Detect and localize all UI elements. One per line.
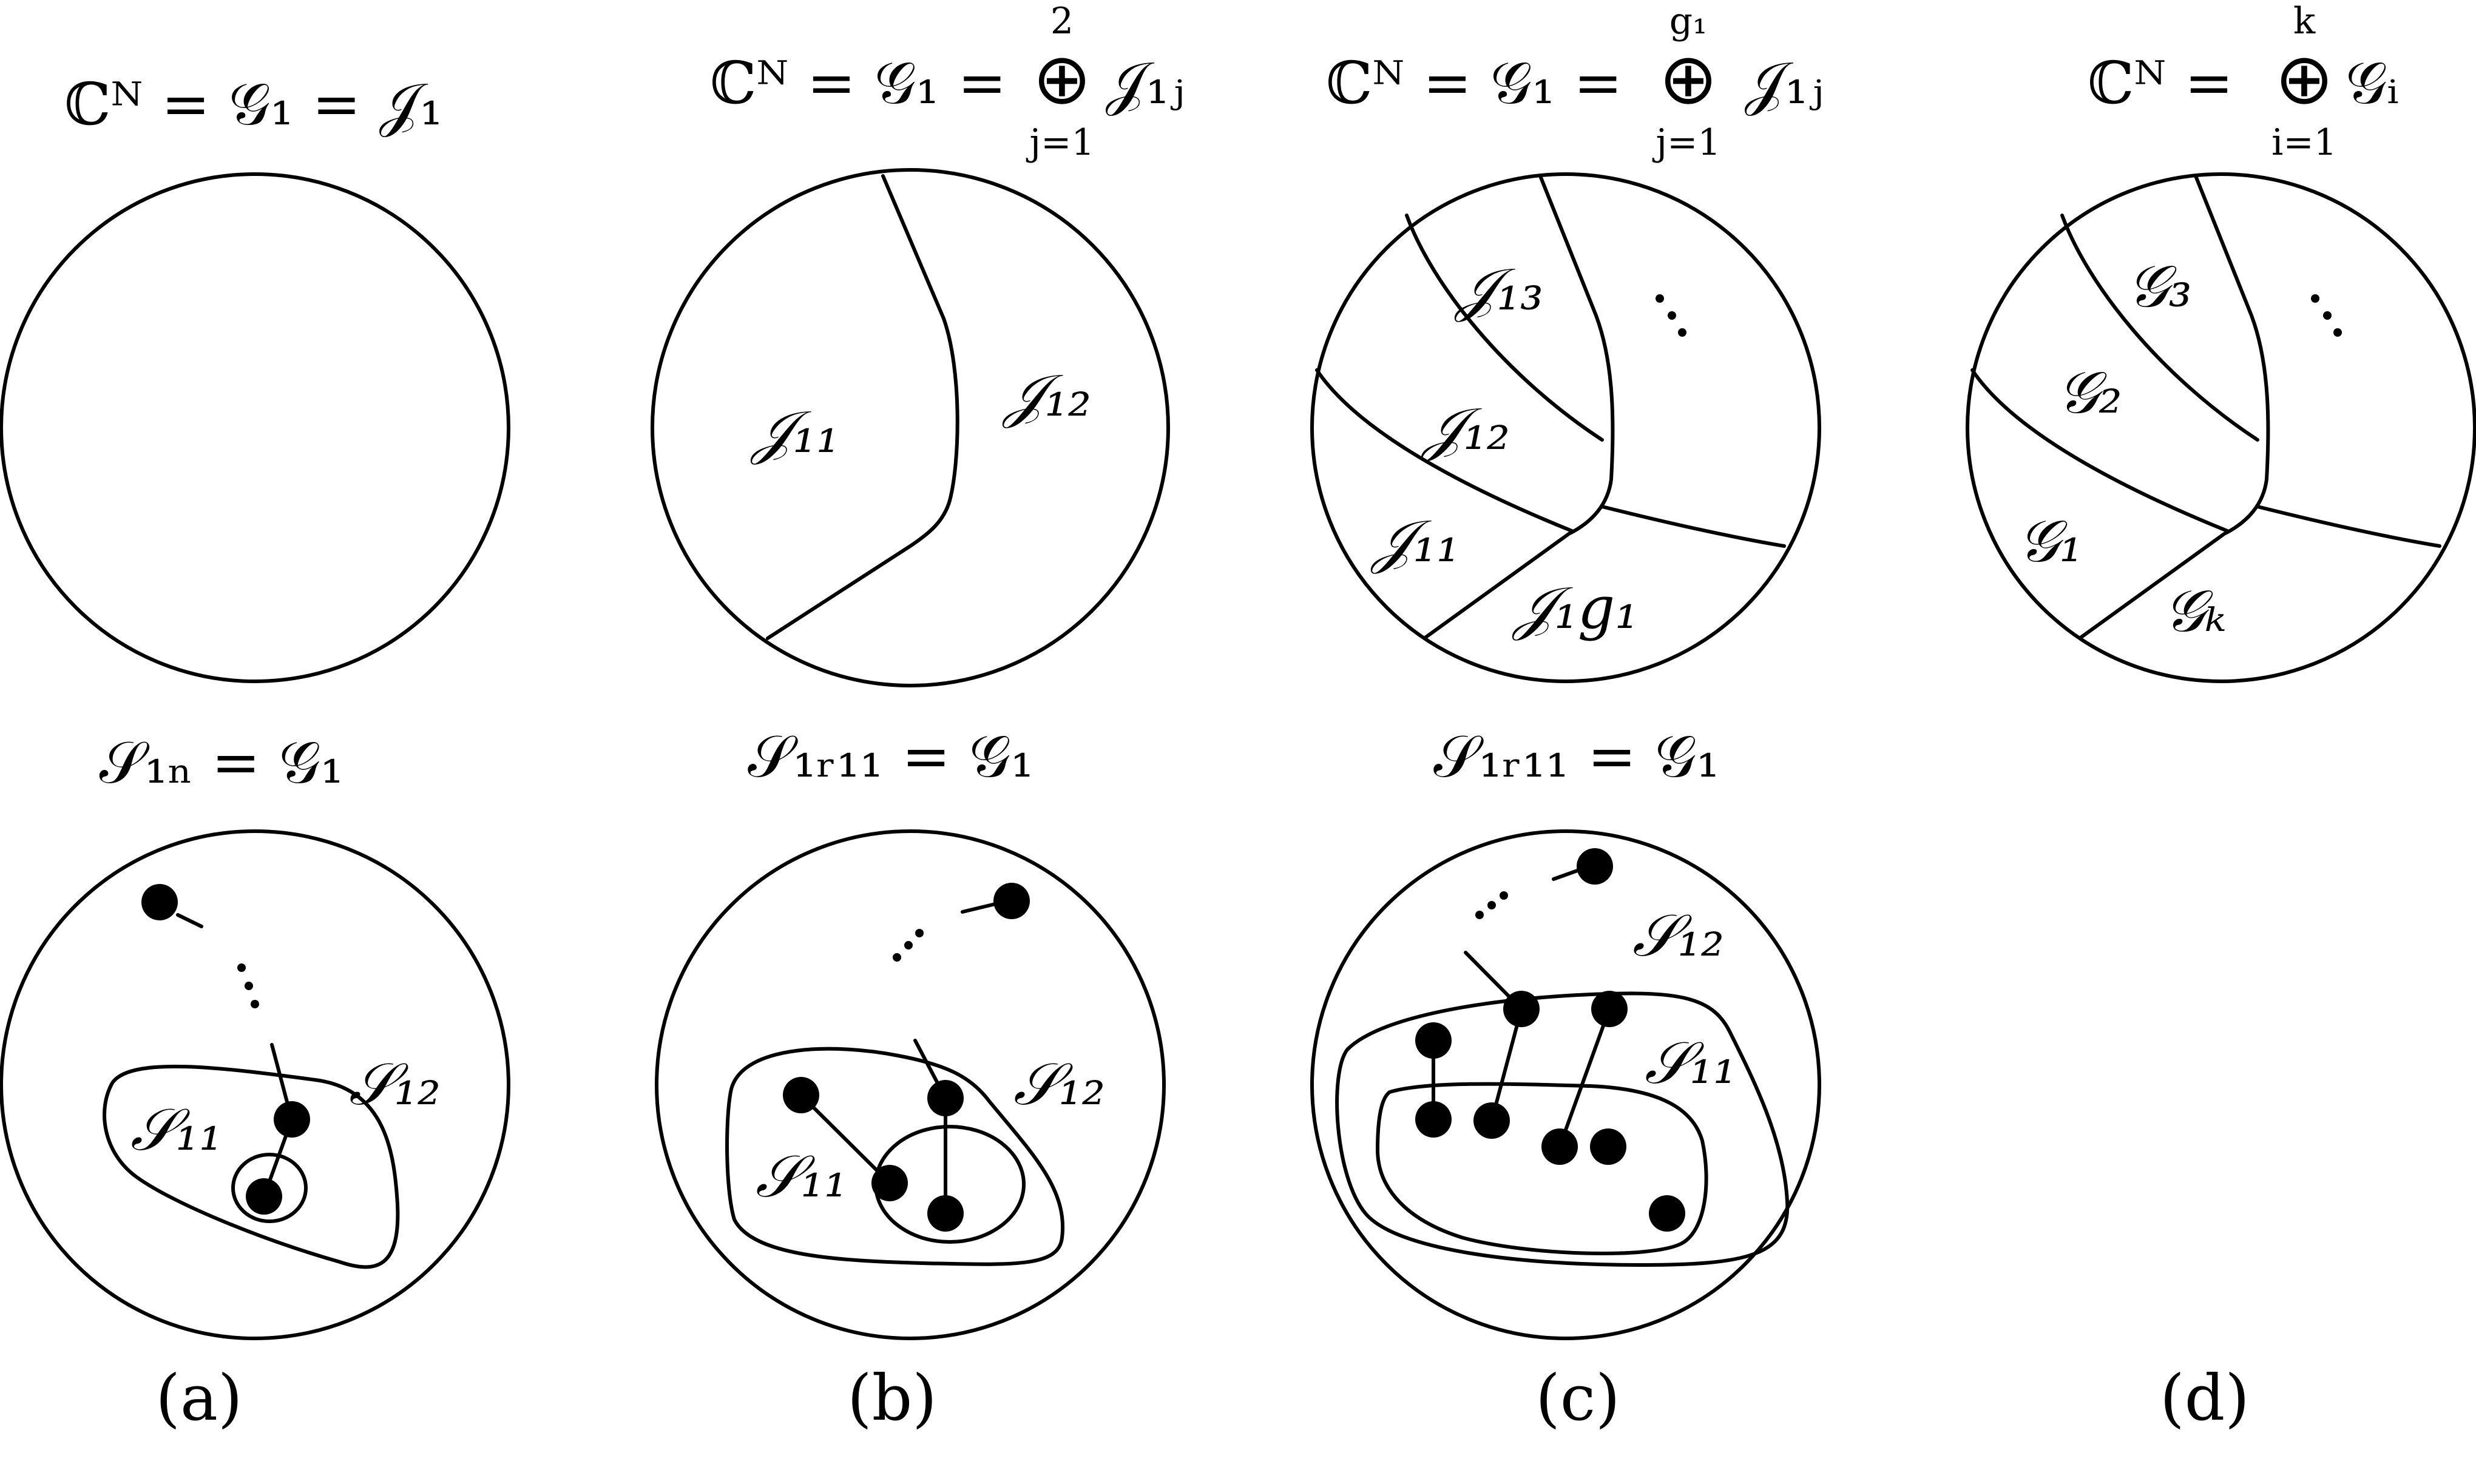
panel-c-node [1590, 1128, 1626, 1165]
panel-a-caption: (a) [155, 1361, 242, 1435]
panel-b-label-j12: 𝒥₁₂ [1002, 362, 1091, 430]
panel-a-edge [176, 913, 203, 928]
panel-a-ellipsis-dot [237, 963, 246, 972]
panel-d-partition-g2 [1970, 368, 2229, 533]
panel-b-sum-upper: 2 [1050, 0, 1074, 42]
panel-a-top-circle [0, 172, 510, 683]
panel-c-partition-j13 [1405, 214, 1604, 442]
panel-a-top-equation: ℂᴺ = 𝒢₁ = 𝒥₁ [64, 70, 443, 138]
panel-b-edge [961, 902, 997, 914]
panel-c-sum-lower: j=1 [1652, 121, 1720, 164]
panel-d-top-equation-rhs: 𝒢ᵢ [2346, 49, 2399, 117]
panel-d: ℂᴺ = ⊕ k i=1 𝒢ᵢ 𝒢₃ 𝒢₂ 𝒢₁ 𝒢ₖ (d) [1966, 0, 2476, 1435]
panel-b: ℂᴺ = 𝒢₁ = ⊕ 2 j=1 𝒥₁ⱼ 𝒥₁₁ 𝒥₁₂ 𝒮₁ᵣ₁₁ = 𝒢₁… [651, 0, 1185, 1435]
panel-c-ellipsis-dot [1668, 311, 1676, 320]
panel-b-oplus-symbol: ⊕ [1032, 38, 1091, 120]
panel-c-label-s12: 𝒮₁₂ [1632, 902, 1724, 970]
panel-b-caption: (b) [847, 1361, 937, 1435]
panel-d-sum-upper: k [2293, 0, 2316, 42]
panel-d-sum-lower: i=1 [2271, 121, 2337, 164]
panel-a-s11-region [231, 1153, 308, 1223]
panel-a-node [141, 884, 178, 920]
panel-a-bottom-circle [0, 829, 510, 1340]
panel-d-caption: (d) [2160, 1361, 2250, 1435]
panel-b-ellipsis-dot [915, 929, 924, 937]
panel-b-label-s11: 𝒮₁₁ [756, 1142, 847, 1210]
panel-c-partition-main [1422, 174, 1615, 640]
panel-d-ellipsis-dot [2311, 294, 2319, 303]
panel-d-partition-g3 [2060, 214, 2259, 442]
panel-b-node [927, 1195, 964, 1232]
panel-b-bottom-circle [655, 829, 1166, 1340]
panel-b-node [783, 1077, 819, 1113]
panel-d-ellipsis-dot [2323, 311, 2332, 320]
panel-c-bottom-equation: 𝒮₁ᵣ₁₁ = 𝒢₁ [1433, 723, 1719, 791]
panel-c-edge [1558, 1007, 1611, 1148]
panel-a-ellipsis-dot [251, 1000, 259, 1008]
panel-d-partition-right [2256, 505, 2441, 548]
panel-a-label-s12: 𝒮₁₂ [349, 1050, 441, 1118]
panel-c-label-j1g1: 𝒥₁g₁ [1512, 574, 1639, 642]
panel-b-top-equation-lhs: ℂᴺ = 𝒢₁ = [710, 49, 1007, 117]
panel-b-edge [799, 1093, 891, 1185]
panel-c-sum-upper: g₁ [1669, 0, 1707, 42]
panel-c-ellipsis-dot [1487, 901, 1496, 909]
panel-c-edge [1552, 868, 1581, 881]
panel-b-label-j11: 𝒥₁₁ [750, 398, 839, 466]
panel-c-ellipsis-dot [1678, 328, 1686, 337]
panel-b-ellipsis-dot [904, 941, 913, 949]
panel-d-oplus-symbol: ⊕ [2275, 38, 2333, 120]
panel-c-partition-j12 [1315, 368, 1574, 533]
panel-c-top-equation-lhs: ℂᴺ = 𝒢₁ = [1326, 49, 1623, 117]
panel-b-partition-curve [766, 174, 959, 640]
panel-c-caption: (c) [1535, 1361, 1620, 1435]
panel-b-node [993, 883, 1030, 919]
panel-d-label-g1: 𝒢₁ [2018, 507, 2083, 575]
panel-a-ellipsis-dot [245, 982, 253, 990]
panel-d-label-g2: 𝒢₂ [2057, 359, 2122, 427]
panel-c-edge [1490, 1007, 1523, 1122]
panel-b-top-equation-rhs: 𝒥₁ⱼ [1106, 49, 1185, 117]
panel-c-partition-right [1600, 505, 1786, 548]
panel-d-label-gk: 𝒢ₖ [2163, 577, 2226, 645]
panel-c-label-s11: 𝒮₁₁ [1645, 1029, 1736, 1097]
panel-c-label-j12: 𝒥₁₂ [1421, 395, 1510, 463]
panel-c-top-circle [1310, 172, 1821, 683]
panel-c-node [1541, 1128, 1578, 1165]
panel-c-ellipsis-dot [1656, 294, 1664, 303]
panel-b-top-circle [651, 168, 1170, 687]
panel-c-bottom-circle [1310, 829, 1821, 1340]
panel-c-ellipsis-dot [1500, 891, 1508, 900]
panel-d-ellipsis-dot [2333, 328, 2342, 337]
panel-a-s12-region [103, 1064, 400, 1269]
panel-b-node [871, 1165, 908, 1201]
panel-c-oplus-symbol: ⊕ [1659, 38, 1717, 120]
panel-b-label-s12: 𝒮₁₂ [1013, 1050, 1105, 1118]
panel-a-bottom-equation: 𝒮₁ₙ = 𝒢₁ [100, 729, 344, 797]
panel-b-bottom-equation: 𝒮₁ᵣ₁₁ = 𝒢₁ [748, 723, 1033, 791]
panel-b-sum-lower: j=1 [1026, 121, 1094, 164]
panel-d-top-circle [1966, 172, 2476, 683]
panel-c-node [1577, 848, 1613, 885]
panel-c-node [1649, 1195, 1685, 1232]
panel-c-s11-region [1376, 1082, 1708, 1255]
panel-c: ℂᴺ = 𝒢₁ = ⊕ g₁ j=1 𝒥₁ⱼ 𝒥₁₃ 𝒥₁₂ 𝒥₁₁ 𝒥₁g₁ … [1310, 0, 1824, 1435]
panel-a-label-s11: 𝒮₁₁ [130, 1096, 222, 1164]
panel-c-ellipsis-dot [1475, 911, 1484, 919]
panel-d-top-equation-lhs: ℂᴺ = [2088, 49, 2233, 117]
panel-c-label-j11: 𝒥₁₁ [1370, 507, 1460, 575]
panel-c-node [1473, 1102, 1510, 1139]
panel-a-node [246, 1178, 282, 1215]
panel-a: ℂᴺ = 𝒢₁ = 𝒥₁ 𝒮₁ₙ = 𝒢₁ 𝒮₁₁ 𝒮₁₂ (a) [0, 70, 510, 1435]
panel-d-partition-main [2078, 174, 2270, 640]
panel-d-label-g3: 𝒢₃ [2127, 252, 2192, 320]
panel-c-s12-region [1335, 991, 1790, 1267]
panel-b-s12-region [725, 1047, 1065, 1266]
panel-c-node [1415, 1101, 1452, 1138]
panel-b-ellipsis-dot [893, 953, 901, 962]
panel-c-label-j13: 𝒥₁₃ [1454, 255, 1543, 323]
panel-c-top-equation-rhs: 𝒥₁ⱼ [1745, 49, 1824, 117]
